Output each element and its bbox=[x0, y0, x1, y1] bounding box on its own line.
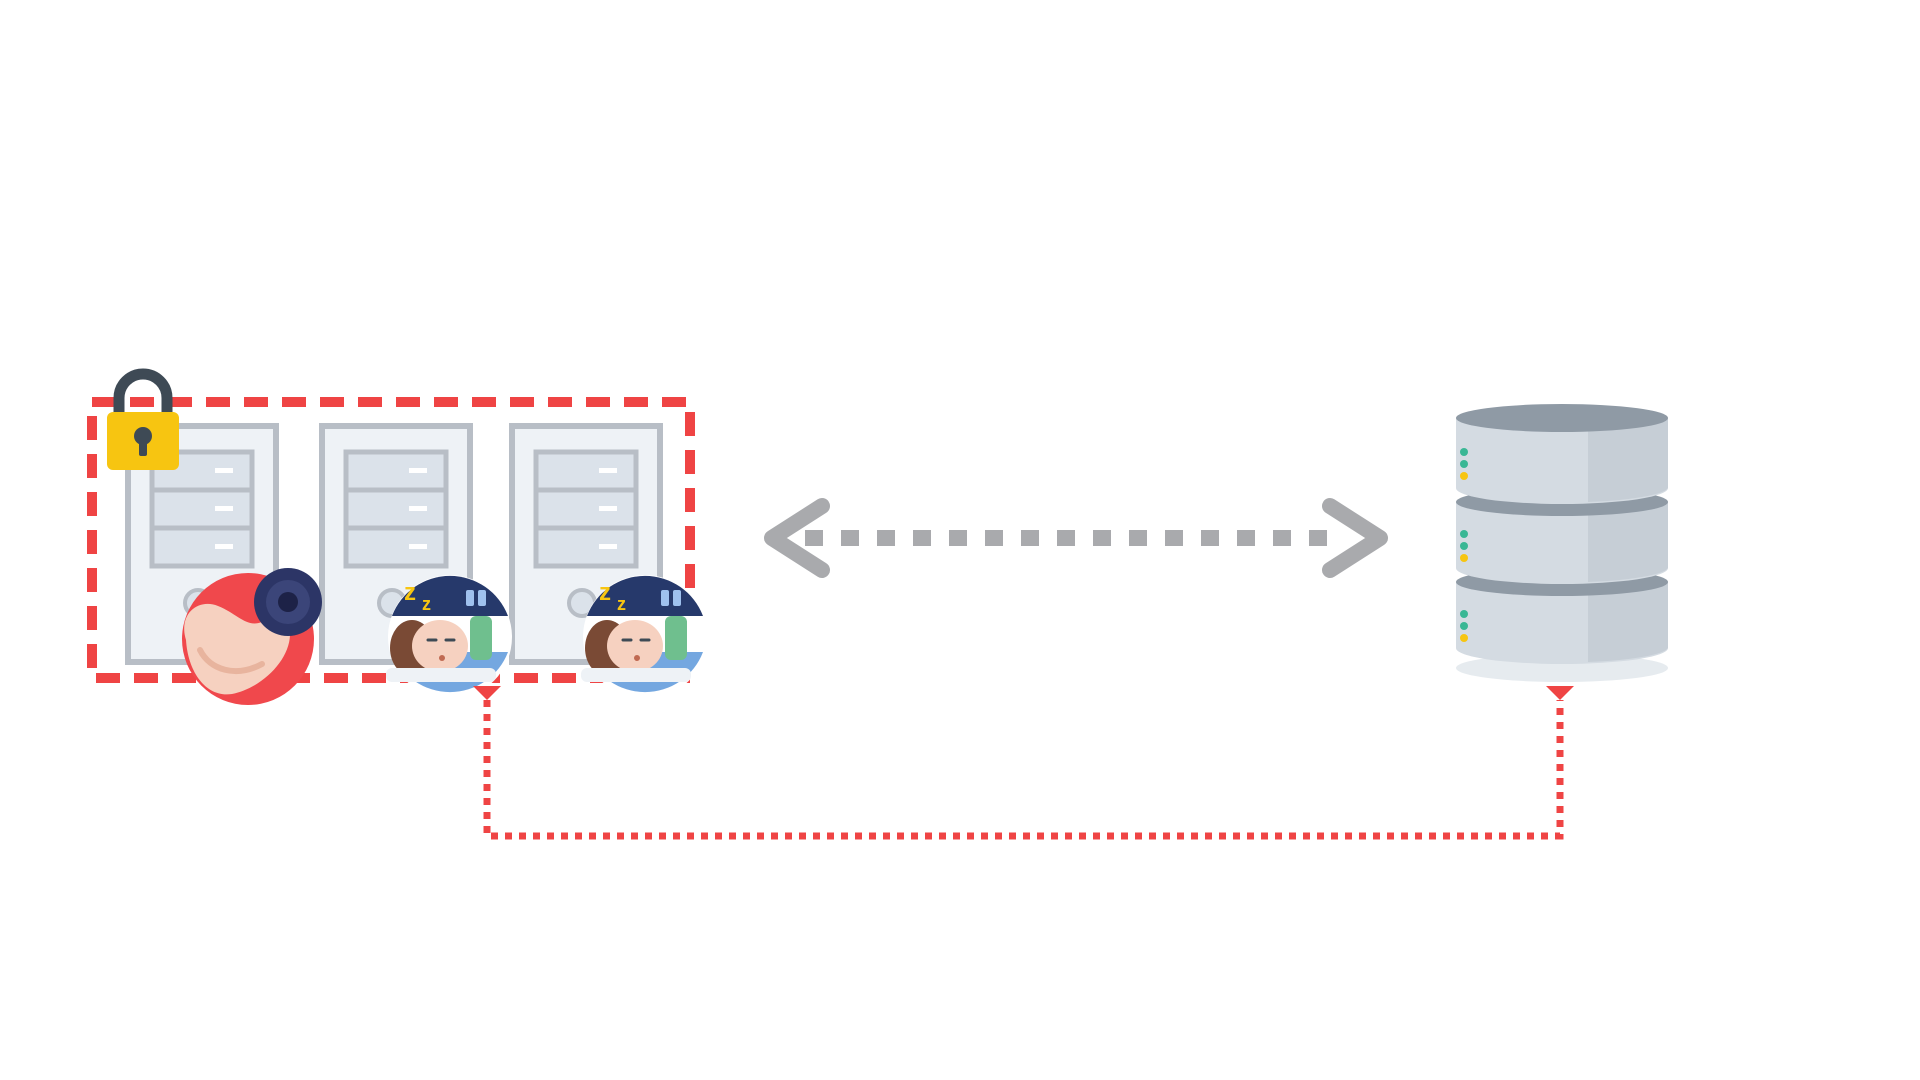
arrow-right-head bbox=[1322, 498, 1388, 578]
arrow-left-head bbox=[764, 498, 830, 578]
database-icon bbox=[1456, 404, 1668, 682]
svg-text:z: z bbox=[422, 594, 431, 614]
svg-text:z: z bbox=[599, 579, 611, 606]
cluster-boundary bbox=[87, 397, 695, 683]
sync-double-arrow bbox=[764, 498, 1388, 578]
red-dotted-connector bbox=[473, 686, 1574, 840]
connector-right-marker bbox=[1546, 686, 1574, 700]
connector-left-marker bbox=[473, 686, 501, 700]
svg-text:z: z bbox=[617, 594, 626, 614]
sleeping-person-icon: z z bbox=[386, 575, 512, 699]
padlock-icon bbox=[107, 368, 179, 470]
svg-text:z: z bbox=[404, 579, 416, 606]
sleeping-person-icon: z z bbox=[581, 575, 707, 699]
flexed-arm-dumbbell-icon bbox=[182, 568, 322, 705]
